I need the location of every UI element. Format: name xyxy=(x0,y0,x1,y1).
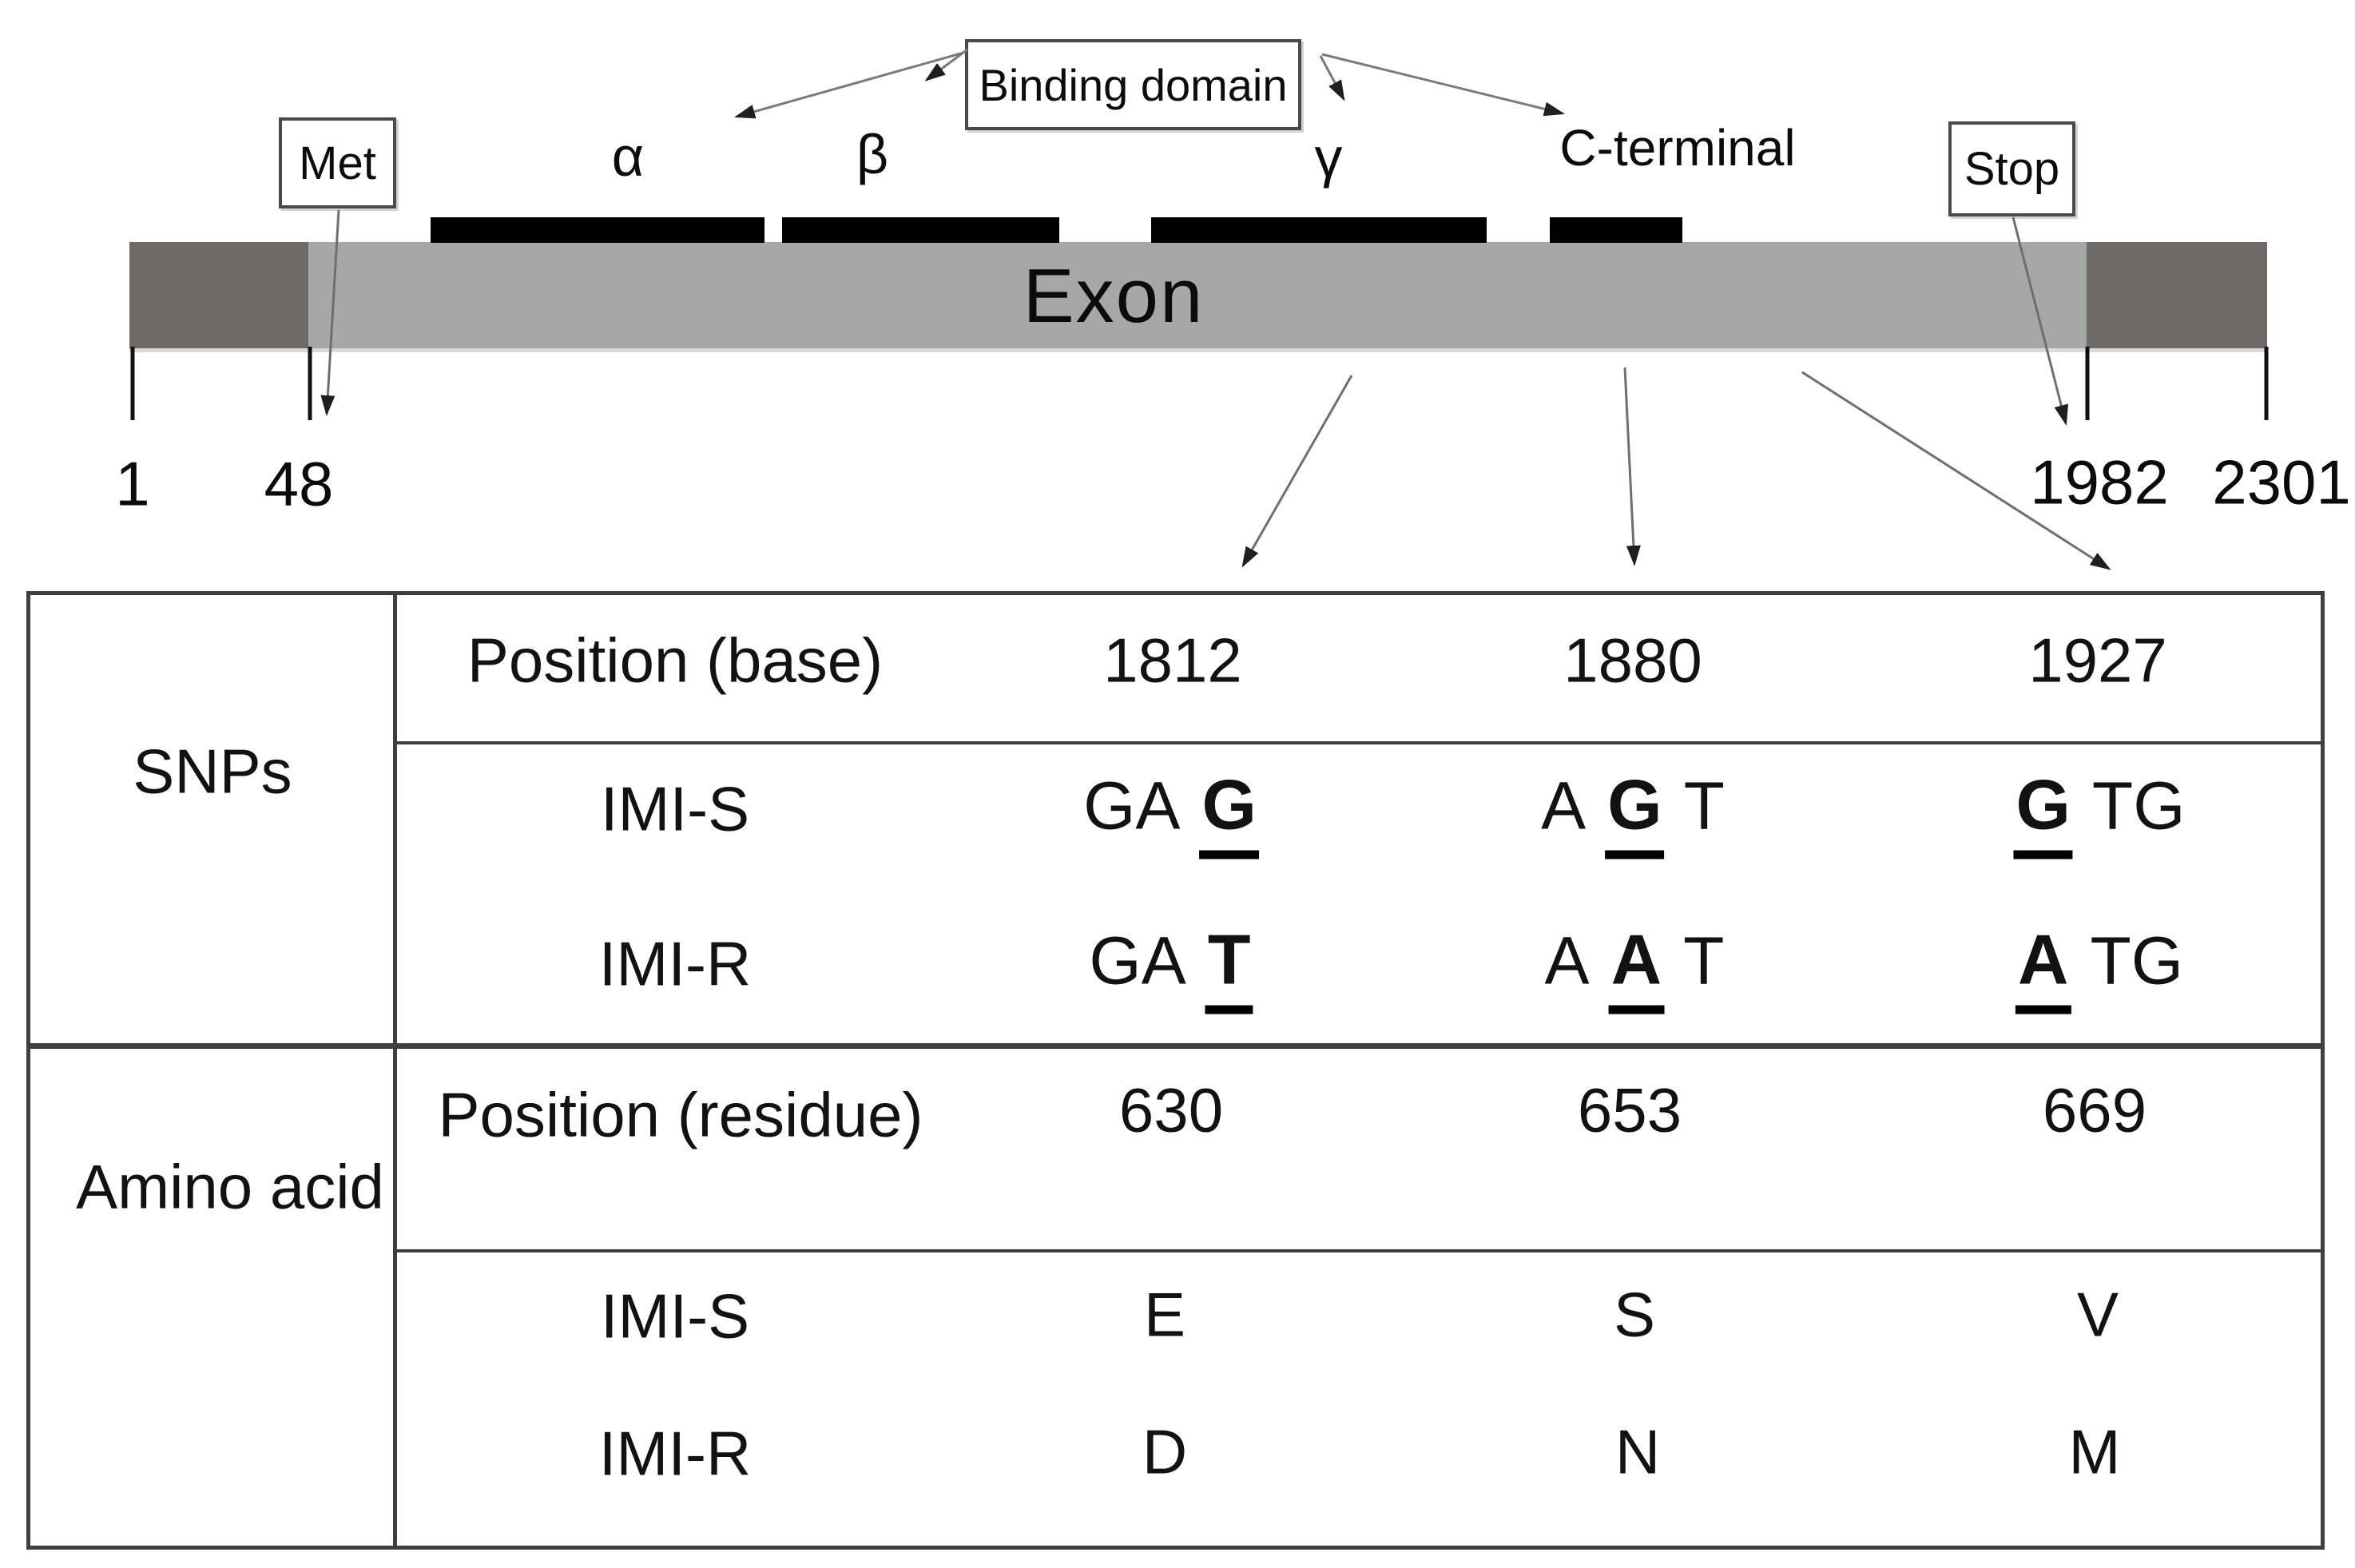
mutated-nucleotide: G xyxy=(2013,764,2073,859)
snp-table xyxy=(26,591,2325,1550)
mutated-nucleotide: G xyxy=(1605,764,1665,859)
scale-label-met: 48 xyxy=(264,448,334,519)
value-base-1927: 1927 xyxy=(2028,625,2167,696)
row-label-position-base: Position (base) xyxy=(467,625,884,696)
stop-label: Stop xyxy=(1964,143,2060,195)
snp-arrow-1880 xyxy=(1623,367,1641,566)
aa-imir-653: N xyxy=(1614,1416,1661,1487)
value-residue-630: 630 xyxy=(1118,1074,1224,1145)
domain-label-gamma: γ xyxy=(1314,126,1343,189)
exon-label: Exon xyxy=(1023,253,1205,339)
nucleotide: TG xyxy=(2090,923,2184,998)
mutated-nucleotide: T xyxy=(1205,919,1253,1014)
scale-label-end: 2301 xyxy=(2212,447,2351,518)
binding-domain-arrow-c-terminal xyxy=(1321,53,1565,117)
aa-imir-669: M xyxy=(2068,1416,2121,1487)
row-label-snp-imis: IMI-S xyxy=(600,773,750,844)
snp-imir-1812: GA T xyxy=(1089,919,1253,1014)
nucleotide: TG xyxy=(2091,768,2186,844)
section-label-amino: Amino acid xyxy=(76,1151,384,1222)
row-label-aa-imir: IMI-R xyxy=(598,1418,752,1489)
met-arrow xyxy=(320,209,340,416)
stop-box: Stop xyxy=(1948,121,2075,216)
mutated-nucleotide: G xyxy=(1199,764,1259,859)
domain-bar-gamma xyxy=(1151,217,1487,243)
scale-label-stop: 1982 xyxy=(2030,447,2169,518)
value-base-1812: 1812 xyxy=(1103,625,1242,696)
row-label-position-residue: Position (residue) xyxy=(438,1079,923,1150)
value-base-1880: 1880 xyxy=(1563,625,1702,696)
nucleotide: GA xyxy=(1089,923,1186,998)
aa-imis-653: S xyxy=(1613,1279,1656,1350)
exon-segment xyxy=(308,242,2087,348)
met-box: Met xyxy=(279,117,396,208)
gene-bar-bottom-edge xyxy=(129,348,2267,352)
domain-label-alpha: α xyxy=(611,125,645,188)
table-line-under-position-residue xyxy=(395,1249,2325,1252)
stop-arrow xyxy=(2011,216,2069,426)
table-section-divider xyxy=(26,1043,2325,1049)
aa-imis-669: V xyxy=(2076,1279,2119,1350)
binding-domain-label: Binding domain xyxy=(979,59,1288,110)
domain-bar-alpha xyxy=(431,217,764,243)
mutated-nucleotide: A xyxy=(2015,919,2071,1014)
table-line-under-position-base xyxy=(395,741,2325,744)
mutated-nucleotide: A xyxy=(1608,919,1665,1014)
utr-right-segment xyxy=(2087,242,2267,348)
c-terminal-label: C-terminal xyxy=(1559,119,1796,177)
nucleotide: GA xyxy=(1083,768,1181,844)
section-label-snps: SNPs xyxy=(133,736,292,807)
nucleotide: A xyxy=(1544,923,1590,998)
binding-domain-arrow-alpha xyxy=(734,51,964,119)
value-residue-669: 669 xyxy=(2042,1074,2147,1145)
utr-left-segment xyxy=(129,242,308,348)
nucleotide: T xyxy=(1683,768,1725,844)
value-residue-653: 653 xyxy=(1577,1074,1682,1145)
domain-bar-c-terminal xyxy=(1550,217,1682,243)
table-vertical-divider xyxy=(393,591,397,1550)
nucleotide: T xyxy=(1683,923,1725,998)
binding-domain-arrow-gamma xyxy=(1319,55,1345,101)
aa-imir-630: D xyxy=(1142,1416,1188,1487)
gene-bar xyxy=(129,242,2267,352)
snp-arrow-1812 xyxy=(1241,375,1353,568)
binding-domain-arrow-beta xyxy=(924,48,968,81)
aa-imis-630: E xyxy=(1143,1279,1186,1350)
met-label: Met xyxy=(299,137,376,189)
binding-domain-box: Binding domain xyxy=(965,39,1301,130)
row-label-aa-imis: IMI-S xyxy=(600,1280,750,1352)
row-label-snp-imir: IMI-R xyxy=(598,928,752,999)
domain-bar-beta xyxy=(782,217,1059,243)
scale-label-start: 1 xyxy=(115,448,150,519)
snp-imir-1927: A TG xyxy=(2015,919,2183,1014)
domain-label-beta: β xyxy=(856,123,889,185)
nucleotide: A xyxy=(1541,768,1587,844)
snp-arrow-1927 xyxy=(1801,371,2111,570)
